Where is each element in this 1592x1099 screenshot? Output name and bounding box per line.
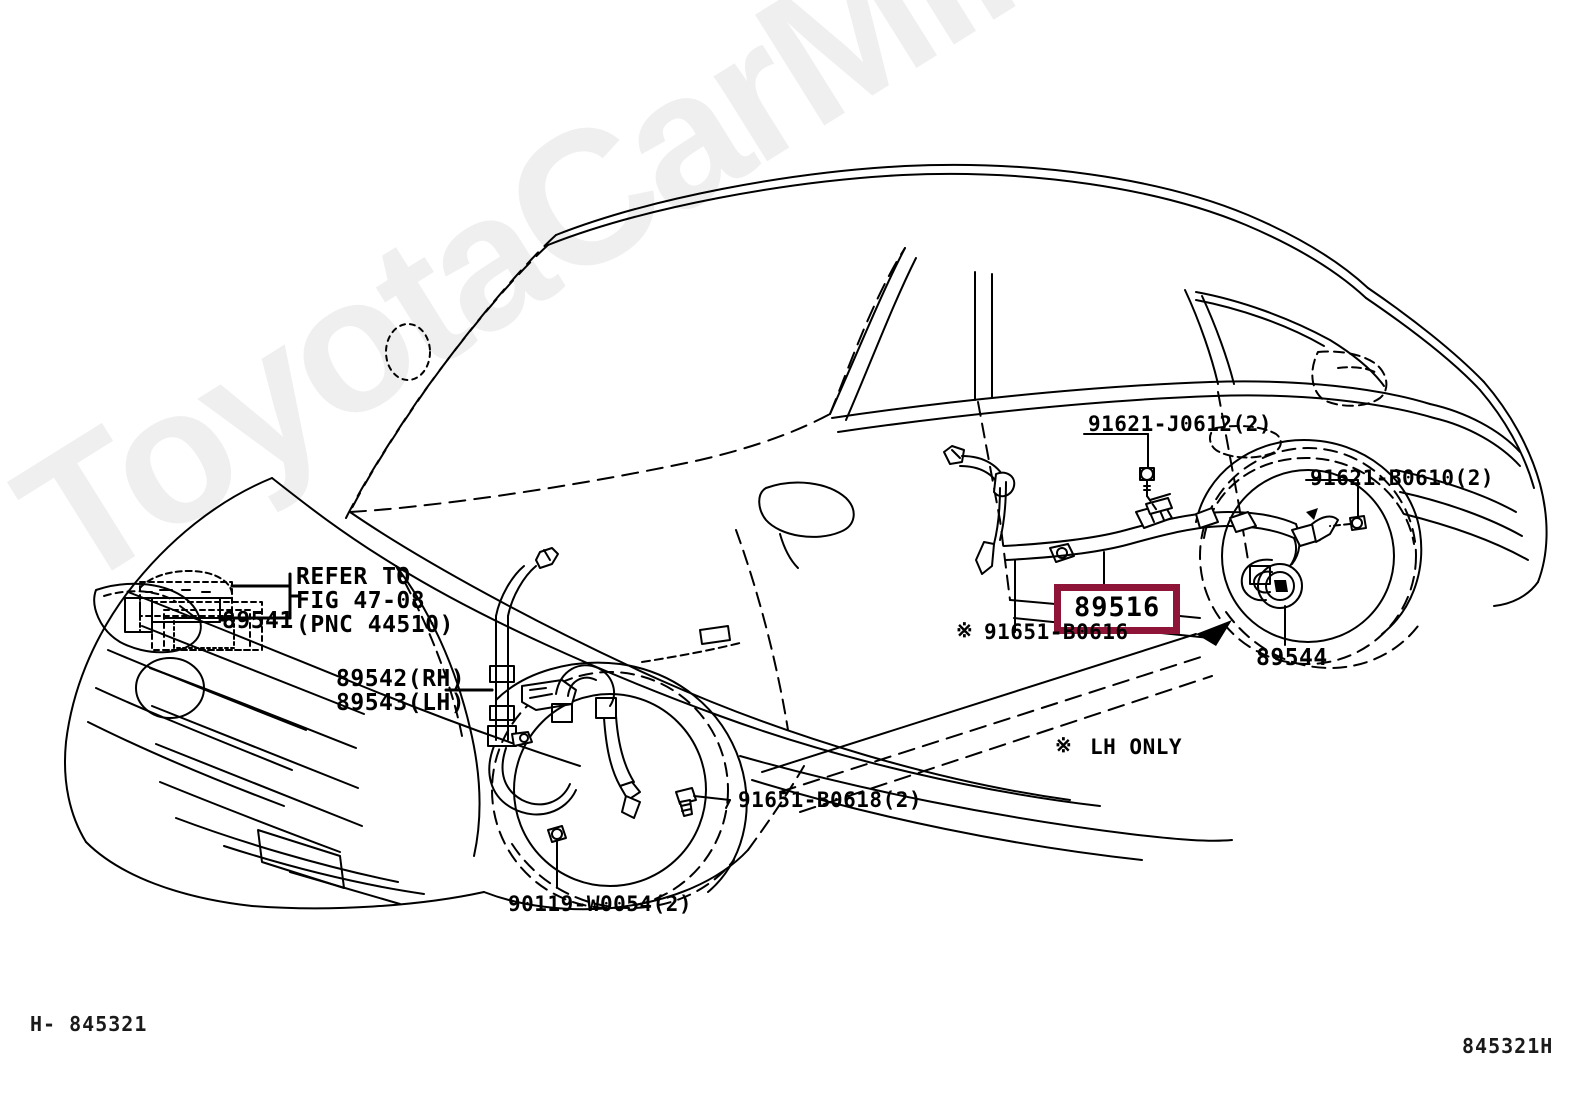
callout-harness-highlight-89516[interactable]: 89516 (1054, 584, 1181, 635)
refer-to-line-2: FIG 47-08 (296, 588, 426, 614)
lh-only-star-icon: ※ (1055, 733, 1073, 757)
callout-rear-sensor-89544: 89544 (1256, 645, 1328, 671)
callout-front-sensor-lh: 89543(LH) (336, 690, 466, 716)
refer-to-line-1: REFER TO (296, 564, 411, 590)
callout-ecu-89541: 89541 (222, 608, 294, 634)
callout-bolt-rear: 91621-B0610(2) (1310, 466, 1495, 490)
note-lh-only: LH ONLY (1090, 735, 1183, 759)
callout-clamp-mid: 91651-B0616 (984, 620, 1129, 644)
refer-to-line-3: (PNC 44510) (296, 612, 454, 638)
footer-left-code: H- 845321 (30, 1012, 148, 1036)
callout-grommet-front: 90119-W0054(2) (508, 892, 693, 916)
footer-right-code: 845321H (1462, 1034, 1554, 1058)
callout-bolt-door: 91621-J0612(2) (1088, 412, 1273, 436)
callout-clamp-front: 91651-B0618(2) (738, 788, 923, 812)
star-note-icon: ※ (956, 618, 974, 642)
callout-front-sensor-rh: 89542(RH) (336, 666, 466, 692)
